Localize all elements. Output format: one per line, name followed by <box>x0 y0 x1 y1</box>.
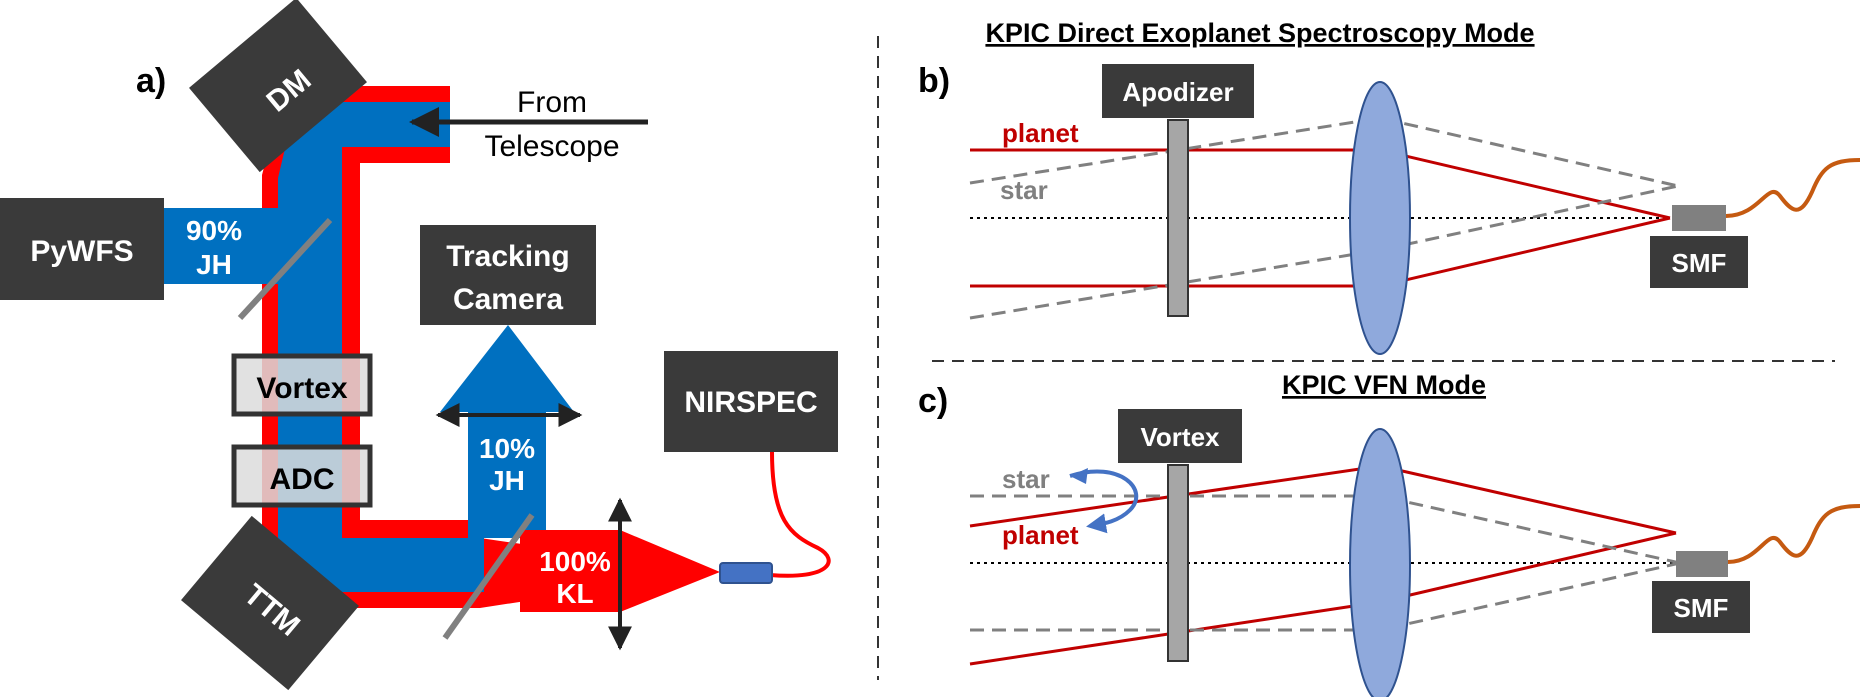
pywfs-beam <box>164 208 278 284</box>
vfn-vortex-plate <box>1167 464 1189 662</box>
star-ray-top-b <box>969 116 1679 188</box>
planet-label-c: planet <box>1002 520 1079 550</box>
panel-b-title: KPIC Direct Exoplanet Spectroscopy Mode <box>985 18 1534 48</box>
nirspec-label: NIRSPEC <box>684 386 817 419</box>
tracking-beam <box>440 325 574 538</box>
rotation-arrow-head-top <box>1070 468 1088 484</box>
apodizer-label: Apodizer <box>1122 77 1233 107</box>
tracking-label-1: Tracking <box>446 240 569 273</box>
fiber-connector <box>719 562 773 584</box>
panel-b-label: b) <box>918 62 950 100</box>
panel-a-label: a) <box>136 62 166 100</box>
kl-label-1: 100% <box>539 546 611 577</box>
jh10-label-1: 10% <box>479 433 535 464</box>
rotation-arrow <box>1069 469 1139 534</box>
smf-fiber-c <box>1727 504 1860 564</box>
jh90-label-2: JH <box>196 249 232 280</box>
panel-c-title: KPIC VFN Mode <box>1282 370 1486 400</box>
panel-b: KPIC Direct Exoplanet Spectroscopy Mode … <box>918 18 1860 355</box>
ttm-block: TTM <box>181 515 359 691</box>
star-ray-bottom-c <box>970 561 1681 632</box>
star-ray-bottom-b <box>969 184 1679 320</box>
smf-label-b: SMF <box>1672 248 1727 278</box>
lens-b <box>1349 81 1411 355</box>
smf-label-c: SMF <box>1674 593 1729 623</box>
smf-fiber-b <box>1725 158 1860 218</box>
vfn-vortex-box <box>1118 409 1242 463</box>
tracking-label-2: Camera <box>453 283 563 316</box>
dichroic-tracking <box>442 513 535 640</box>
planet-ray-bottom-c <box>969 531 1677 666</box>
source-label-1: From <box>517 86 587 119</box>
panel-c-label: c) <box>918 382 948 420</box>
planet-label-b: planet <box>1002 118 1079 148</box>
dm-block: DM <box>189 0 367 173</box>
panel-a: Vortex ADC DM TTM PyWFS Tracking Camera … <box>0 0 838 691</box>
smf-connector-c <box>1676 551 1728 577</box>
pywfs-label: PyWFS <box>30 235 133 268</box>
vortex-label: Vortex <box>256 372 347 405</box>
source-label-2: Telescope <box>484 130 619 163</box>
dichroic-pywfs <box>237 217 333 321</box>
smf-connector-b <box>1672 205 1726 231</box>
vfn-vortex-label: Vortex <box>1141 422 1221 452</box>
lens-c <box>1349 428 1411 697</box>
tracking-camera-block <box>420 225 596 325</box>
jh90-label-1: 90% <box>186 215 242 246</box>
smf-box-c <box>1652 581 1750 633</box>
smf-box-b <box>1650 236 1748 288</box>
panel-c: KPIC VFN Mode c) Vortex SMF star planet <box>918 370 1860 697</box>
star-label-b: star <box>1000 175 1048 205</box>
vortex-optic <box>231 353 373 417</box>
adc-optic <box>231 444 373 508</box>
adc-label: ADC <box>270 463 335 496</box>
blue-beam <box>278 102 484 592</box>
jh10-label-2: JH <box>489 465 525 496</box>
nirspec-block <box>664 351 838 452</box>
nirspec-fiber <box>768 451 831 578</box>
pywfs-block <box>0 198 164 300</box>
planet-ray-bottom-b <box>970 216 1671 288</box>
apodizer-plate <box>1167 119 1189 317</box>
kl-label-2: KL <box>556 578 593 609</box>
star-label-c: star <box>1002 464 1050 494</box>
apodizer-box <box>1102 64 1254 118</box>
